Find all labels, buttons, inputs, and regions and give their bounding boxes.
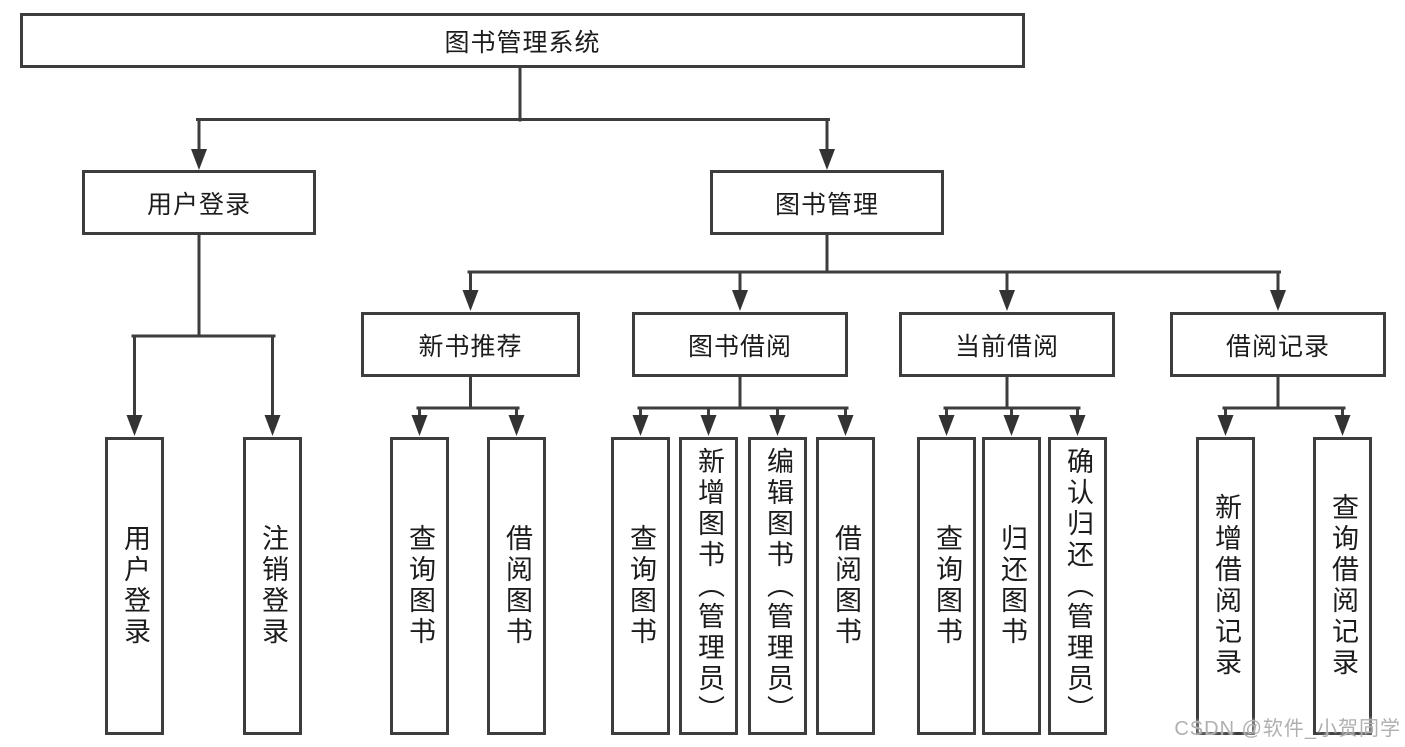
- leaf-edit-books-admin: 编辑图书（管理员）: [748, 437, 807, 735]
- arrow-down-icon: [837, 415, 854, 436]
- leaf-borrow-books-label: 借阅图书: [831, 524, 861, 648]
- leaf-query-borrow-record: 查询借阅记录: [1313, 437, 1372, 735]
- arrow-down-icon: [938, 415, 955, 436]
- node-borrowing-records-label: 借阅记录: [1225, 332, 1330, 361]
- arrow-down-icon: [700, 415, 717, 436]
- leaf-user-login-label: 用户登录: [120, 524, 150, 648]
- leaf-return-books: 归还图书: [982, 437, 1041, 735]
- leaf-query-books-recommend: 查询图书: [390, 437, 449, 735]
- leaf-logout: 注销登录: [243, 437, 302, 735]
- leaf-borrow-books-recommend-label: 借阅图书: [502, 524, 532, 648]
- leaf-add-books-admin: 新增图书（管理员）: [679, 437, 738, 735]
- csdn-watermark: CSDN @软件_小贺同学: [1174, 718, 1401, 740]
- node-current-borrowing: 当前借阅: [899, 312, 1115, 377]
- node-borrowing-records: 借阅记录: [1170, 312, 1386, 377]
- node-book-borrowing: 图书借阅: [632, 312, 848, 377]
- arrow-down-icon: [264, 415, 281, 436]
- node-current-borrowing-label: 当前借阅: [954, 332, 1059, 361]
- leaf-query-books-recommend-label: 查询图书: [405, 524, 435, 648]
- node-new-book-recommend: 新书推荐: [361, 312, 580, 377]
- leaf-add-borrow-record-label: 新增借阅记录: [1211, 493, 1241, 679]
- leaf-confirm-return-admin-label: 确认归还（管理员）: [1063, 446, 1093, 726]
- leaf-query-borrow-record-label: 查询借阅记录: [1328, 493, 1358, 679]
- arrow-down-icon: [769, 415, 786, 436]
- node-book-management-label: 图书管理: [774, 190, 879, 219]
- arrow-down-icon: [732, 290, 748, 311]
- node-new-book-recommend-label: 新书推荐: [418, 332, 523, 361]
- arrow-down-icon: [462, 290, 479, 311]
- leaf-return-books-label: 归还图书: [997, 524, 1027, 648]
- arrow-down-icon: [411, 415, 428, 436]
- leaf-add-books-admin-label: 新增图书（管理员）: [694, 446, 724, 726]
- arrow-down-icon: [819, 149, 835, 170]
- arrow-down-icon: [1069, 415, 1086, 436]
- leaf-logout-label: 注销登录: [258, 524, 288, 648]
- node-root: 图书管理系统: [20, 13, 1025, 68]
- leaf-query-books-borrowing: 查询图书: [611, 437, 670, 735]
- leaf-add-borrow-record: 新增借阅记录: [1196, 437, 1255, 735]
- leaf-query-books-current: 查询图书: [917, 437, 976, 735]
- node-user-login: 用户登录: [82, 170, 316, 235]
- leaf-query-books-borrowing-label: 查询图书: [626, 524, 656, 648]
- node-book-borrowing-label: 图书借阅: [687, 332, 792, 361]
- arrow-down-icon: [999, 290, 1015, 311]
- arrow-down-icon: [1003, 415, 1020, 436]
- node-book-management: 图书管理: [710, 170, 944, 235]
- arrow-down-icon: [632, 415, 649, 436]
- node-user-login-label: 用户登录: [146, 190, 251, 219]
- leaf-query-books-current-label: 查询图书: [932, 524, 962, 648]
- arrow-down-icon: [1334, 415, 1351, 436]
- leaf-edit-books-admin-label: 编辑图书（管理员）: [763, 446, 793, 726]
- arrow-down-icon: [1217, 415, 1234, 436]
- arrow-down-icon: [1270, 290, 1286, 311]
- arrow-down-icon: [508, 415, 525, 436]
- node-root-label: 图书管理系统: [444, 28, 601, 57]
- leaf-borrow-books: 借阅图书: [816, 437, 875, 735]
- leaf-confirm-return-admin: 确认归还（管理员）: [1048, 437, 1107, 735]
- arrow-down-icon: [191, 149, 207, 170]
- leaf-user-login: 用户登录: [105, 437, 164, 735]
- arrow-down-icon: [126, 415, 143, 436]
- leaf-borrow-books-recommend: 借阅图书: [487, 437, 546, 735]
